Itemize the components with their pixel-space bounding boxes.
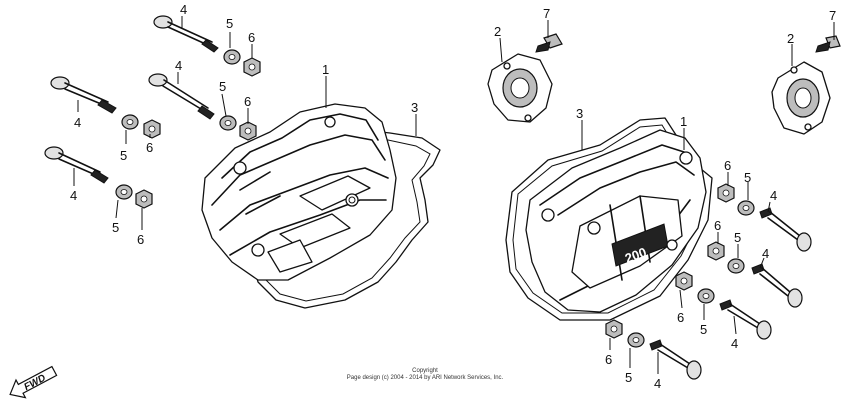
left-bolt-far-lower[interactable]	[44, 146, 109, 184]
leader-lines	[73, 16, 835, 374]
right-bolt-4[interactable]	[649, 339, 702, 380]
callout-2: 2	[494, 24, 501, 39]
callout-6: 6	[714, 218, 721, 233]
callout-numbers: 4 5 6 4 5 6 4 5 6 4 5 6 1 3 2 7 3 1 2 7 …	[70, 2, 836, 391]
right-screw-outer[interactable]	[815, 35, 841, 53]
right-washers[interactable]	[627, 200, 755, 348]
callout-6: 6	[724, 158, 731, 173]
callout-3: 3	[411, 100, 418, 115]
right-cap-outer[interactable]	[771, 61, 831, 135]
callout-1: 1	[680, 114, 687, 129]
left-bolt-far-upper[interactable]	[50, 76, 117, 114]
displacement-badge: 200	[611, 223, 669, 267]
right-screw-inner[interactable]	[535, 33, 563, 53]
callout-4: 4	[180, 2, 187, 17]
right-bolt-2[interactable]	[751, 263, 803, 308]
callout-6: 6	[244, 94, 251, 109]
left-cylinder-head-cover[interactable]	[201, 103, 441, 309]
callout-2: 2	[787, 31, 794, 46]
callout-4: 4	[74, 115, 81, 130]
callout-3: 3	[576, 106, 583, 121]
callout-6: 6	[137, 232, 144, 247]
left-washers[interactable]	[115, 49, 241, 200]
callout-5: 5	[226, 16, 233, 31]
callout-4: 4	[654, 376, 661, 391]
right-cylinder-head-cover[interactable]: 200	[525, 129, 707, 313]
callout-5: 5	[700, 322, 707, 337]
callout-4: 4	[762, 246, 769, 261]
callout-5: 5	[219, 79, 226, 94]
callout-5: 5	[734, 230, 741, 245]
left-bolt-upper[interactable]	[153, 15, 219, 53]
copyright-line-2: Page design (c) 2004 - 2014 by ARI Netwo…	[346, 375, 504, 381]
callout-4: 4	[175, 58, 182, 73]
callout-6: 6	[605, 352, 612, 367]
callout-1: 1	[322, 62, 329, 77]
callout-5: 5	[112, 220, 119, 235]
callout-4: 4	[731, 336, 738, 351]
callout-4: 4	[770, 188, 777, 203]
callout-5: 5	[120, 148, 127, 163]
left-bolt-middle[interactable]	[148, 73, 215, 120]
right-bolt-3[interactable]	[719, 299, 772, 340]
callout-6: 6	[677, 310, 684, 325]
callout-6: 6	[146, 140, 153, 155]
fwd-arrow-icon: FWD	[9, 365, 58, 399]
callout-5: 5	[744, 170, 751, 185]
copyright-notice: Copyright Page design (c) 2004 - 2014 by…	[300, 368, 550, 382]
badge-text: 200	[623, 244, 649, 266]
right-cap-inner[interactable]	[487, 53, 553, 123]
callout-7: 7	[829, 8, 836, 23]
right-nuts[interactable]	[605, 183, 735, 339]
callout-5: 5	[625, 370, 632, 385]
callout-4: 4	[70, 188, 77, 203]
right-bolt-1[interactable]	[759, 207, 812, 252]
callout-6: 6	[248, 30, 255, 45]
copyright-line-1: Copyright	[412, 368, 438, 374]
callout-7: 7	[543, 6, 550, 21]
fwd-label: FWD	[22, 373, 47, 393]
